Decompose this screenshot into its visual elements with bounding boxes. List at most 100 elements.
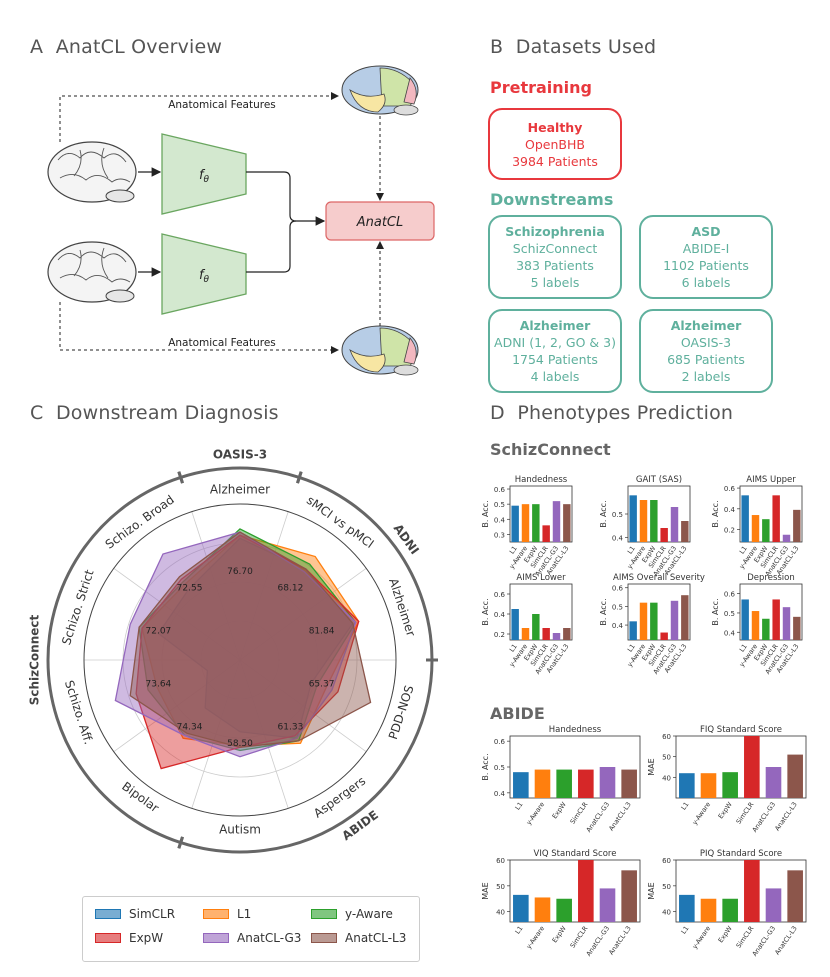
radar-group-arc [298, 475, 434, 661]
bar-anatcl-g3 [782, 607, 791, 640]
legend-label: y-Aware [345, 907, 393, 921]
radar-axis-label: sMCI vs pMCI [304, 493, 376, 551]
legend-label: L1 [237, 907, 252, 921]
bar-chart-ytick-label: 0.6 [612, 585, 624, 593]
anatcl-loss-box [325, 201, 435, 241]
bar-chart-xlabel: SimCLR [569, 800, 590, 825]
bar-chart-ytick-label: 0.5 [612, 511, 623, 519]
bar-chart-frame [509, 735, 641, 799]
bar-expw [660, 632, 668, 640]
bar-chart-xlabel: L1 [679, 925, 690, 936]
dataset-name: ABIDE-I [682, 241, 730, 256]
bar-chart-title: PIQ Standard Score [700, 849, 782, 859]
bar-chart-xlabel: AnatCL-L3 [773, 801, 799, 833]
dataset-labels: 4 labels [530, 369, 580, 384]
bar-chart-ylabel: B. Acc. [481, 500, 490, 527]
bar-anatcl-g3 [599, 767, 616, 798]
bar-expw [772, 599, 780, 640]
dataset-title: Alzheimer [670, 318, 742, 333]
pretraining-title: Healthy [527, 119, 583, 135]
bar-anatcl-l3 [793, 509, 801, 542]
radar-axis-label: Aspergers [311, 774, 368, 821]
radar-tick-label: 72.55 [177, 584, 203, 594]
input-brain-bottom-icon [47, 241, 137, 303]
legend-label: SimCLR [129, 907, 176, 921]
bar-l1 [700, 898, 717, 922]
dataset-labels: 5 labels [530, 275, 580, 290]
dataset-patients: 1102 Patients [663, 258, 749, 273]
bar-anatcl-g3 [599, 888, 616, 922]
dataset-labels: 2 labels [681, 369, 731, 384]
bar-y-aware [556, 769, 572, 798]
bar-chart-frame [509, 859, 641, 923]
bar-chart-xlabel: L1 [508, 545, 519, 556]
input-brain-top-icon [47, 141, 137, 203]
bar-chart-ylabel: MAE [481, 882, 490, 899]
encoder-top-label: fθ [199, 168, 210, 185]
radar-group-tick [296, 471, 303, 484]
bar-l1 [534, 769, 551, 798]
bar-chart-ytick-label: 0.5 [724, 610, 735, 618]
atlas-brain-top-icon [341, 65, 419, 116]
legend-swatch [311, 933, 337, 943]
legend-item-l1: L1 [203, 907, 251, 921]
bar-anatcl-l3 [563, 628, 571, 640]
bar-chart-frame [627, 583, 691, 641]
dataset-title: Schizophrenia [505, 224, 605, 239]
bar-chart-ylabel: B. Acc. [711, 598, 720, 625]
bar-chart-ytick-label: 0.4 [494, 516, 506, 524]
bar-chart-ylabel: B. Acc. [599, 598, 608, 625]
radar-outer-ring [83, 503, 397, 817]
radar-grid-spoke [191, 659, 241, 809]
bar-anatcl-g3 [765, 888, 782, 922]
bar-chart-xlabel: L1 [513, 801, 524, 812]
bar-chart-ytick-label: 60 [662, 733, 671, 741]
bar-anatcl-g3 [552, 501, 561, 542]
radar-tick-label: 58.50 [227, 739, 253, 749]
bar-simclr [741, 599, 749, 640]
bar-y-aware [650, 500, 658, 542]
bar-simclr [513, 894, 529, 922]
bar-chart-title: AIMS Upper [746, 475, 796, 485]
top-arrow-label: Anatomical Features [168, 99, 276, 111]
bar-simclr [741, 495, 749, 542]
radar-chart: 76.7068.1281.8465.3761.3358.5074.3473.64… [28, 448, 438, 854]
bar-l1 [639, 500, 648, 542]
bar-simclr [513, 772, 529, 798]
bar-chart-ytick-label: 0.4 [724, 506, 736, 514]
dataset-labels: 6 labels [681, 275, 731, 290]
bar-chart-ytick-label: 40 [496, 909, 505, 917]
bar-chart-ylabel: MAE [647, 758, 656, 775]
bar-simclr [679, 894, 695, 922]
bar-chart-ytick-label: 0.6 [724, 485, 736, 493]
bar-chart-title: Handedness [515, 475, 568, 485]
legend-swatch [311, 909, 337, 919]
schizconnect-header: SchizConnect [490, 440, 611, 459]
radar-series-anatcl-g3 [114, 531, 357, 758]
bar-chart-frame [675, 859, 807, 923]
legend-swatch [203, 909, 229, 919]
bar-chart-title: FIQ Standard Score [700, 725, 782, 735]
bar-anatcl-l3 [787, 754, 803, 798]
bar-chart-frame [739, 485, 803, 543]
bar-chart-frame [675, 735, 807, 799]
bar-anatcl-l3 [787, 870, 803, 922]
legend-swatch [95, 909, 121, 919]
atlas-brain-bottom-icon [341, 325, 419, 376]
bar-chart-ytick-label: 60 [662, 857, 671, 865]
bar-chart-frame [627, 485, 691, 543]
bar-chart-xlabel: L1 [738, 545, 749, 556]
radar-series-l1 [141, 534, 360, 747]
bar-l1 [751, 611, 760, 640]
radar-group-arc [180, 466, 300, 479]
legend-swatch [203, 933, 229, 943]
dataset-box-asd: ASD ABIDE-I 1102 Patients 6 labels [639, 215, 773, 299]
bar-chart-ytick-label: 0.5 [612, 603, 623, 611]
bar-chart-ylabel: B. Acc. [481, 753, 490, 780]
bar-expw [660, 528, 668, 542]
bar-chart-ytick-label: 0.3 [494, 531, 505, 539]
dataset-box-schizophrenia: Schizophrenia SchizConnect 383 Patients … [488, 215, 622, 299]
